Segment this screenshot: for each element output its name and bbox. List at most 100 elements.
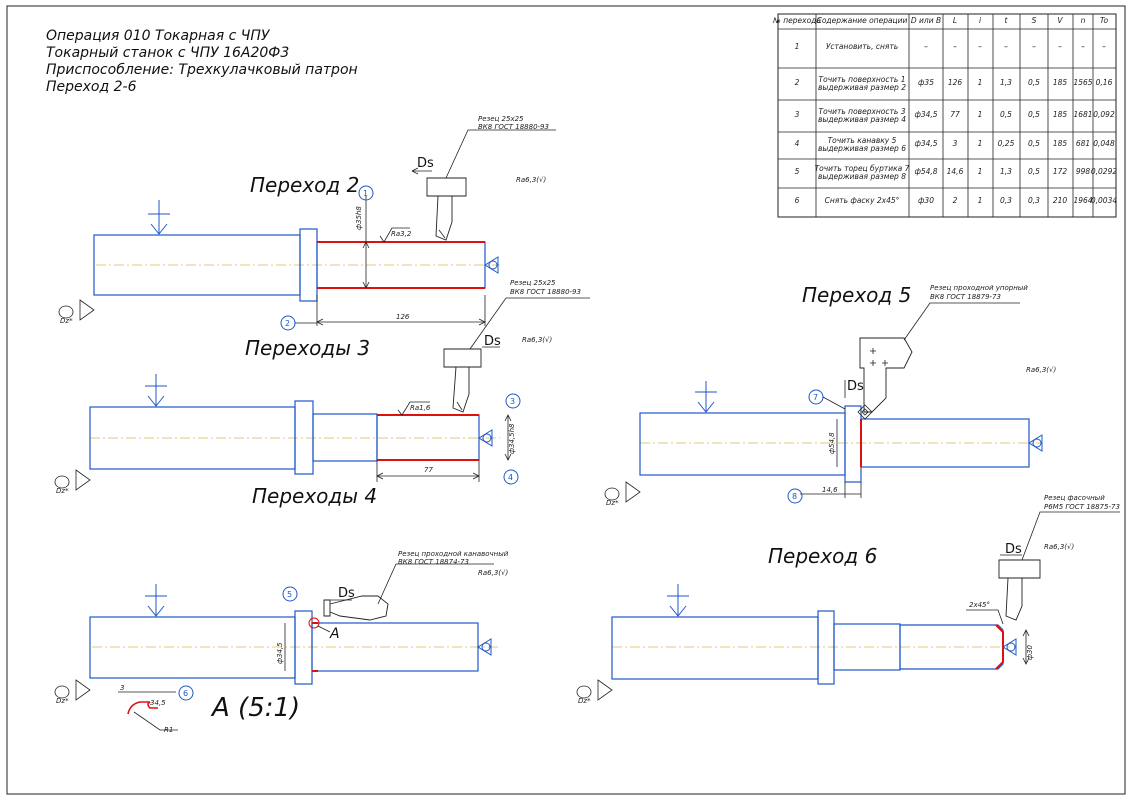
table-cell: Точить поверхность 1 [819,75,906,84]
t4-feed-label: Ds [338,586,355,601]
t6-tool-note-1: Резец фасочный [1044,494,1105,502]
table-cell: Точить канавку 5 [828,136,897,145]
t2-tool-holder [426,177,467,197]
t2-feed-label: Ds [417,156,434,171]
t2-tool-note-2: ВК8 ГОСТ 18880-93 [478,123,549,131]
table-cell: ф34,5 [914,139,937,148]
t2-length-dim: 126 [396,313,410,321]
table-cell: 3 [953,139,958,148]
table-cell: 0,5 [1000,110,1012,119]
t5-title: Переход 5 [802,283,911,307]
table-cell: 1 [978,78,983,87]
table-cell: – [1102,42,1106,51]
t3-balloon-4 [503,469,519,485]
t4-detail-dia: 34,5 [150,699,166,707]
t3-roughness-general: Ra6,3(√) [522,336,552,344]
t5-center-icon [1028,434,1043,452]
view-transition-6: Переход 6 Dz* ф30 2х45° Ds Резец фасочны… [576,494,1120,705]
table-header-cell: t [1005,16,1009,25]
t4-detail-marker [308,617,320,629]
t6-roughness-general: Ra6,3(√) [1044,543,1074,551]
table-cell: 1 [978,139,983,148]
t5-feed-label: Ds [847,379,864,394]
t4-roughness-general: Ra6,3(√) [478,569,508,577]
table-cell: ф30 [918,196,934,205]
t4-balloon-5-text: 5 [287,590,292,599]
table-cell: – [1032,42,1036,51]
table-cell: выдерживая размер 8 [818,172,906,181]
t5-balloon-8 [787,488,803,504]
table-cell: 4 [795,139,800,148]
table-cell: выдерживая размер 6 [818,144,906,153]
table-cell: 77 [950,110,960,119]
table-cell: 0,5 [1028,139,1040,148]
t5-balloon-7-text: 7 [813,393,818,402]
t4-balloon-5 [282,586,298,602]
table-cell: 0,3 [1028,196,1040,205]
table-cell: ф34,5 [914,110,937,119]
t3-collar [294,400,314,475]
t5-clamp-arrow [695,381,717,413]
t2-balloon-1 [358,185,374,201]
table-header-cell: № перехода [772,16,821,25]
t3-datum-label: Dz* [56,487,69,495]
table-cell: 1,3 [1000,167,1012,176]
table-cell: – [1004,42,1008,51]
t4-shaft-body [89,616,296,679]
table-cell: выдерживая размер 2 [818,83,906,92]
t3-tool-note-2: ВК8 ГОСТ 18880-93 [510,288,581,296]
table-cell: 1 [978,110,983,119]
view-transition-3: Переходы 3 Dz* ф34,5h8 3 77 4 Ra1,6 Ra6,… [54,279,590,508]
t3-balloon-3 [505,393,521,409]
table-cell: 5 [795,167,800,176]
t3-balloon-4-text: 4 [508,473,513,482]
table-cell: 0,0292 [1091,167,1117,176]
t3-diameter-dim: ф34,5h8 [508,423,516,454]
table-cell: 0,5 [1028,167,1040,176]
t2-balloon-1-text: 1 [363,189,368,198]
t5-shaft-body [639,412,846,476]
t4-datum-label: Dz* [56,697,69,705]
table-header-cell: D или B [911,16,941,25]
view-transition-5: Переход 5 Dz* ф54,8 7 14,6 8 Ra6,3(√) Ds… [604,283,1056,507]
table-cell: 1681 [1073,110,1092,119]
table-cell: 3 [795,110,800,119]
t3-step-2 [376,414,480,461]
table-header-cell: V [1057,16,1063,25]
t3-roughness-local: Ra1,6 [410,404,431,412]
t6-title: Переход 6 [768,544,877,568]
t5-datum-label: Dz* [606,499,619,507]
t6-shaft-body [611,616,819,680]
table-header-cell: Содержание операции [817,16,908,25]
table-cell: Точить поверхность 3 [819,107,906,116]
t3-datum-icon [75,469,91,491]
table-cell: ф35 [918,78,934,87]
t6-clamp-arrow [667,584,689,617]
table-cell: 1565 [1073,78,1092,87]
t4-balloon-6 [178,685,194,701]
t5-length-dim: 14,6 [822,486,838,494]
header-transitions: Переход 2-6 [46,79,137,95]
table-cell: 14,6 [947,167,964,176]
view-transition-4: Dz* ф34,5 5 A Ds Резец проходной канавоч… [54,550,509,734]
t2-diameter-dim: ф35h8 [355,206,363,230]
table-cell: – [1081,42,1085,51]
t6-tool-bit [1005,577,1023,621]
table-cell: 1964 [1073,196,1092,205]
t2-tool-note-1: Резец 25х25 [478,115,524,123]
table-cell: – [978,42,982,51]
table-cell: 1 [978,167,983,176]
t6-datum-label: Dz* [578,697,591,705]
header-operation: Операция 010 Токарная с ЧПУ [46,28,271,44]
table-header-cell: n [1081,16,1086,25]
table-cell: 0,25 [998,139,1015,148]
table-cell: Установить, снять [826,42,898,51]
t4-clamp-arrow [145,584,167,617]
table-cell: 0,5 [1028,78,1040,87]
t2-title: Переход 2 [250,173,359,197]
table-header-cell: To [1100,16,1109,25]
table-header-cell: i [979,16,982,25]
t6-datum-icon [597,679,613,701]
